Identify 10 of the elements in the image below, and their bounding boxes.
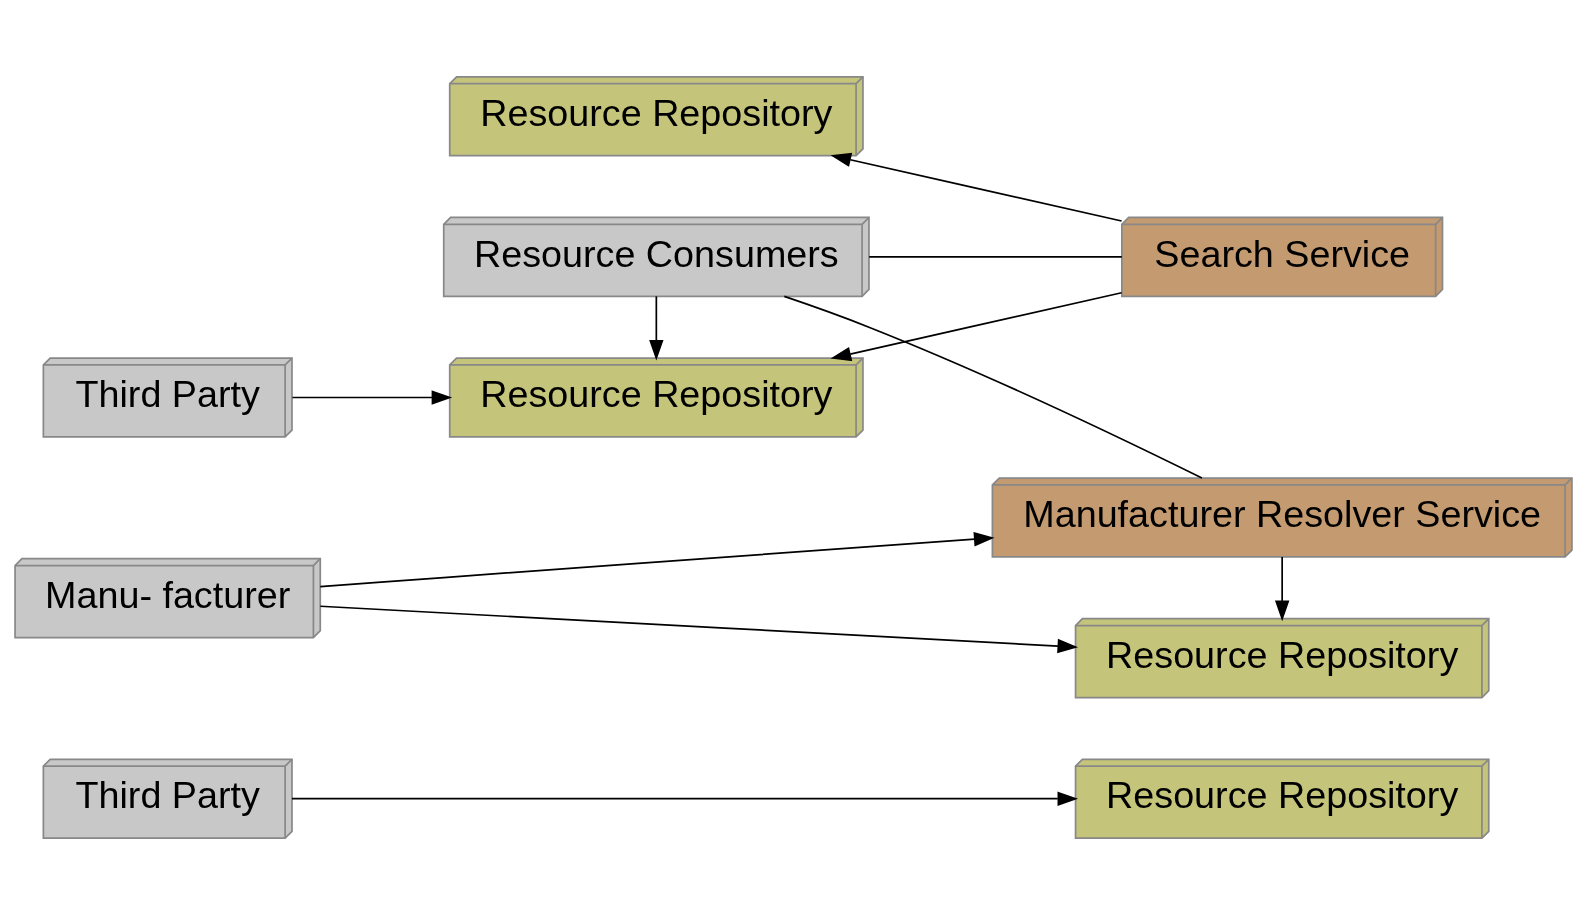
arrow <box>291 389 453 405</box>
arrow <box>1274 555 1290 621</box>
arrow <box>830 291 1123 361</box>
connector <box>868 255 1123 258</box>
arrow <box>830 152 1123 222</box>
arrow <box>649 295 664 361</box>
arrow <box>319 604 1079 653</box>
arrow <box>291 791 1079 806</box>
arrow <box>319 531 995 588</box>
connector <box>783 295 1203 479</box>
